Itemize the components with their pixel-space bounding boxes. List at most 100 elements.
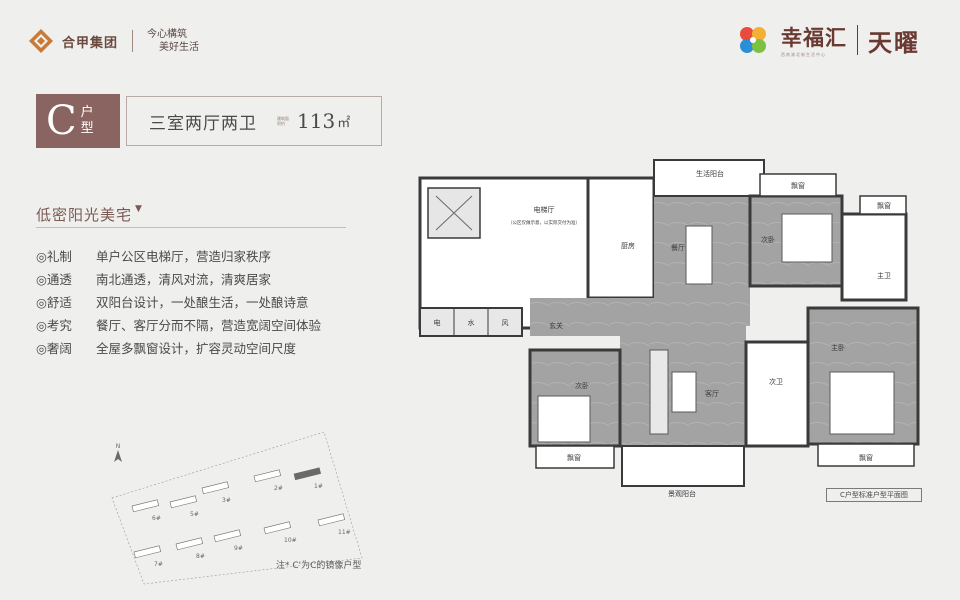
building-label: 2# xyxy=(274,485,283,492)
building-label: 6# xyxy=(152,515,161,522)
entry-area xyxy=(530,298,746,336)
building-label: 11# xyxy=(338,529,351,536)
label-bedroom2-top: 次卧 xyxy=(761,235,775,244)
company-brand: 合甲集团 今心構筑 美好生活 xyxy=(28,28,199,54)
label-bay-top: 飘窗 xyxy=(791,181,805,190)
clover-logo-icon xyxy=(740,27,766,53)
building-marker: 1# xyxy=(293,467,323,490)
project-subtitle: 西南渝北新生活中心 xyxy=(781,52,826,57)
building-label: 10# xyxy=(284,537,297,544)
building-marker: 5# xyxy=(169,495,199,518)
feature-text: 餐厅、客厅分而不隔，营造宽阔空间体验 xyxy=(96,318,322,333)
bay-window-top xyxy=(759,173,837,197)
building-marker: 10# xyxy=(263,521,297,544)
svg-text:N: N xyxy=(116,443,121,450)
label-bay-master: 飘窗 xyxy=(859,453,873,462)
area-value: 113 xyxy=(297,109,336,133)
kitchen-area xyxy=(586,176,656,300)
label-view-balcony: 景观阳台 xyxy=(668,489,696,498)
slogan-line2: 美好生活 xyxy=(159,42,200,53)
unit-summary: 三室两厅两卫 建筑面积约 113 ㎡ xyxy=(126,96,382,146)
label-bay-bottom: 飘窗 xyxy=(567,453,581,462)
bed-master xyxy=(829,371,895,435)
label-bedroom2-bottom: 次卧 xyxy=(575,381,589,390)
feature-text: 双阳台设计，一处酿生活，一处酿诗意 xyxy=(96,295,309,310)
slogan: 今心構筑 美好生活 xyxy=(147,28,199,54)
bed-top xyxy=(781,213,833,263)
feature-text: 南北通透，清风对流，清爽居家 xyxy=(96,272,272,287)
area-unit: ㎡ xyxy=(337,115,351,131)
building-marker: 2# xyxy=(253,469,283,492)
bay-window-bath xyxy=(859,195,907,215)
building-marker: 8# xyxy=(175,537,205,560)
unit-label-top: 户 xyxy=(80,105,94,120)
building-label: 8# xyxy=(196,553,205,560)
site-map: N 1# 2# 3# 5# 6# 7# 8# 9# 10# 11# xyxy=(111,431,363,585)
north-icon: N xyxy=(114,443,122,462)
duct-area xyxy=(419,307,523,337)
label-dining: 餐厅 xyxy=(671,243,685,252)
feature-item: ◎礼制 单户公区电梯厅，营造归家秩序 xyxy=(36,246,321,269)
project-line: 天曜 xyxy=(868,28,920,57)
unit-badge: C 户 型 xyxy=(36,94,120,148)
label-living: 客厅 xyxy=(705,389,719,398)
building-label: 7# xyxy=(154,561,163,568)
label-kitchen: 厨房 xyxy=(621,241,635,250)
company-name: 合甲集团 xyxy=(62,35,119,51)
label-master-bath: 主卫 xyxy=(877,271,891,280)
building-marker: 11# xyxy=(317,513,351,536)
feature-key: ◎舒适 xyxy=(36,295,72,310)
label-elec: 电 xyxy=(434,318,441,327)
slogan-line1: 今心構筑 xyxy=(147,29,188,40)
building-label: 9# xyxy=(234,545,243,552)
plan-caption: C户型标准户型平面图 xyxy=(826,488,922,502)
building-marker: 7# xyxy=(133,545,163,568)
feature-item: ◎通透 南北通透，清风对流，清爽居家 xyxy=(36,269,321,292)
unit-label-bottom: 型 xyxy=(80,121,94,136)
area-label: 建筑面积约 xyxy=(277,116,289,126)
building-label: 3# xyxy=(222,497,231,504)
tagline-underline xyxy=(36,227,346,228)
bay-window-bottom xyxy=(535,445,615,469)
feature-item: ◎舒适 双阳台设计，一处酿生活，一处酿诗意 xyxy=(36,292,321,315)
sofa xyxy=(649,349,669,435)
building-label: 5# xyxy=(190,511,199,518)
dining-table xyxy=(685,225,713,285)
feature-text: 全屋多飘窗设计，扩容灵动空间尺度 xyxy=(96,341,297,356)
tagline: 低密阳光美宅▼ xyxy=(36,204,143,225)
label-second-bath: 次卫 xyxy=(769,377,783,386)
brand-divider-right xyxy=(857,25,858,55)
unit-type-label: 户 型 xyxy=(81,105,94,137)
floor-plan: 电梯厅 （公区仅做示意，以实际交付为准） 厨房 餐厅 客厅 玄关 次卧 次卧 主… xyxy=(418,159,920,498)
label-life-balcony: 生活阳台 xyxy=(696,169,724,178)
coffee-table xyxy=(671,371,697,413)
feature-item: ◎奢阔 全屋多飘窗设计，扩容灵动空间尺度 xyxy=(36,338,321,361)
company-logo-icon xyxy=(29,29,53,53)
project-name: 幸福汇 xyxy=(781,26,847,50)
mirror-note: 注* C'为C的镜像户型 xyxy=(276,561,362,571)
life-balcony-area xyxy=(653,159,765,197)
building-marker: 3# xyxy=(201,481,231,504)
layout-type: 三室两厅两卫 xyxy=(149,113,257,134)
building-marker: 6# xyxy=(131,499,161,522)
brand-divider xyxy=(132,30,134,52)
feature-key: ◎奢阔 xyxy=(36,341,72,356)
unit-letter: C xyxy=(46,98,77,144)
label-entry: 玄关 xyxy=(549,321,563,330)
feature-key: ◎通透 xyxy=(36,272,72,287)
label-elevator-hall: 电梯厅 xyxy=(534,205,555,214)
building-marker: 9# xyxy=(213,529,243,552)
label-master: 主卧 xyxy=(831,343,845,352)
tagline-text: 低密阳光美宅 xyxy=(36,206,133,224)
feature-text: 单户公区电梯厅，营造归家秩序 xyxy=(96,249,272,264)
label-bay-bath: 飘窗 xyxy=(877,201,891,210)
feature-list: ◎礼制 单户公区电梯厅，营造归家秩序 ◎通透 南北通透，清风对流，清爽居家 ◎舒适 双阳台… xyxy=(36,246,321,361)
label-water: 水 xyxy=(468,318,475,327)
feature-item: ◎考究 餐厅、客厅分而不隔，营造宽阔空间体验 xyxy=(36,315,321,338)
feature-key: ◎礼制 xyxy=(36,249,72,264)
feature-key: ◎考究 xyxy=(36,318,72,333)
label-elevator-note: （公区仅做示意，以实际交付为准） xyxy=(508,219,580,226)
site-boundary xyxy=(111,431,363,585)
view-balcony-area xyxy=(621,445,745,487)
second-bath-area xyxy=(744,340,810,448)
